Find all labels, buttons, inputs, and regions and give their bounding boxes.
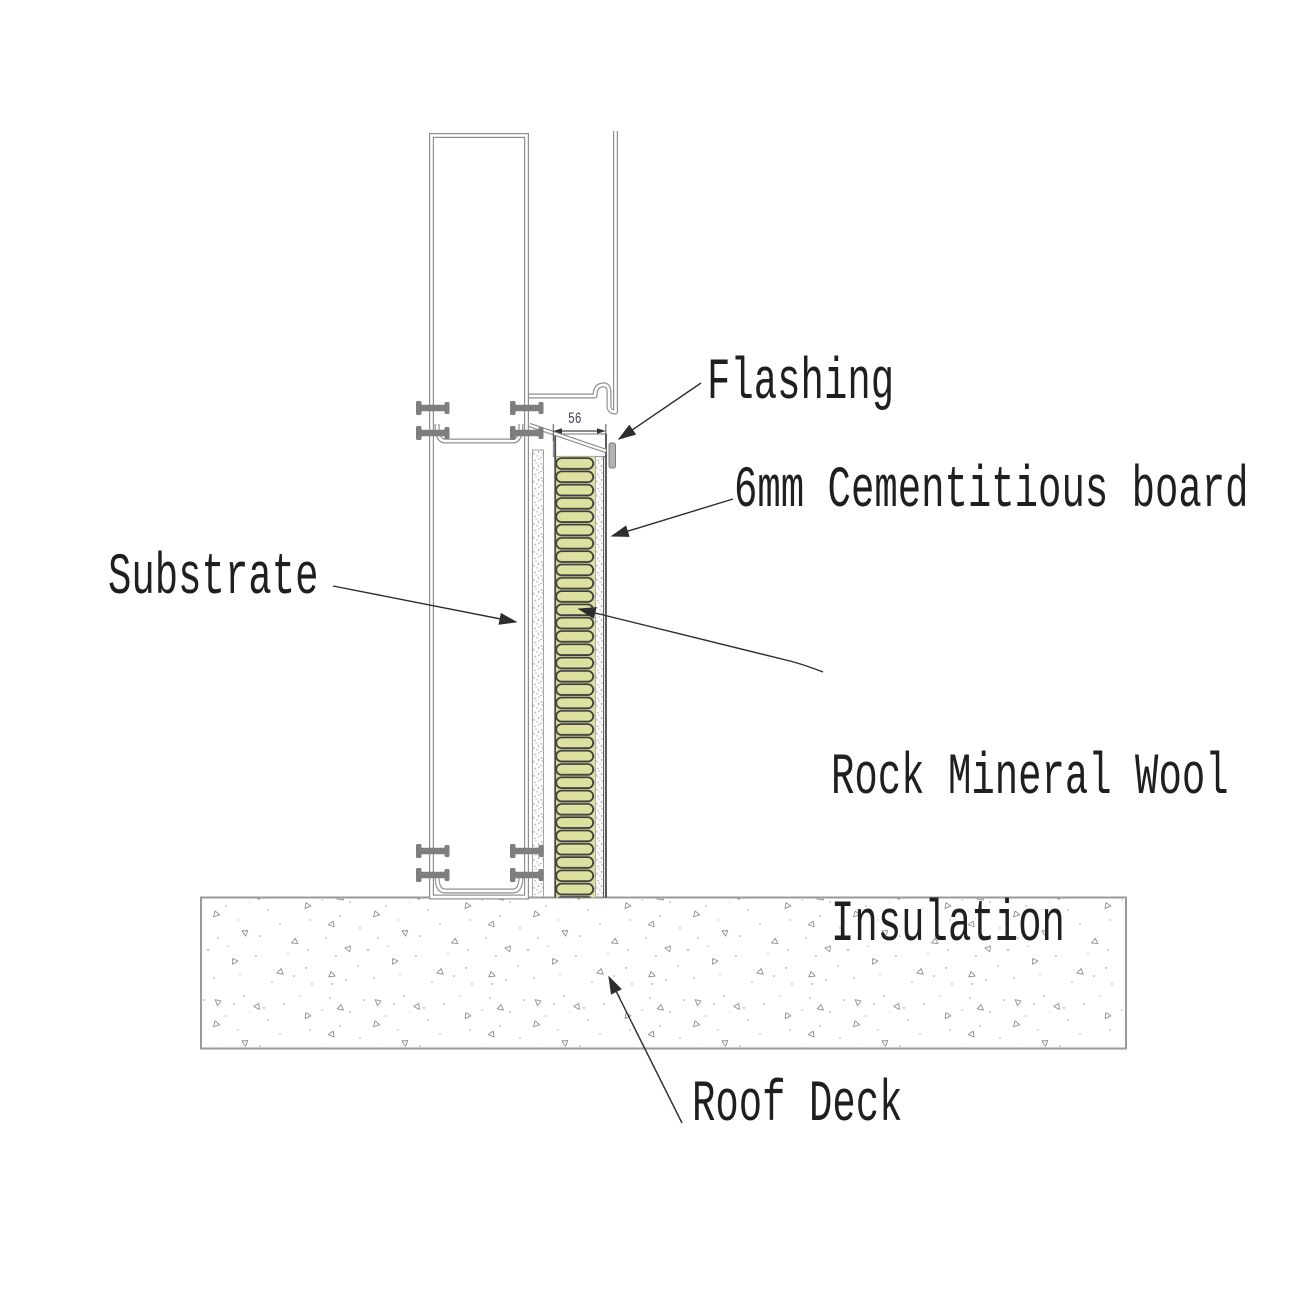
dimension-insulation-width xyxy=(552,424,607,441)
roof-deck xyxy=(200,896,1127,1050)
dimension-56-text: 56 xyxy=(568,410,582,428)
leader-flashing xyxy=(617,382,702,440)
leader-substrate xyxy=(332,585,518,625)
leader-roof-deck xyxy=(608,975,683,1124)
substrate-board xyxy=(532,449,544,898)
rock-wool-label-line1: Rock Mineral Wool xyxy=(831,746,1229,811)
cementitious-board-strip xyxy=(595,456,604,898)
insulation-column xyxy=(528,422,607,898)
parapet-panel xyxy=(429,133,529,900)
leader-lines xyxy=(332,382,824,1124)
roof-deck-label: Roof Deck xyxy=(692,1073,903,1138)
leader-rock-wool xyxy=(577,607,824,673)
substrate-label: Substrate xyxy=(108,546,319,611)
rock-wool-label: Rock Mineral Wool Insulation xyxy=(831,656,1229,1048)
rock-wool-hatch xyxy=(555,456,595,898)
leader-cementitious-board xyxy=(610,498,734,537)
cementitious-board-label: 6mm Cementitious board xyxy=(734,459,1249,524)
flashing-label: Flashing xyxy=(707,351,895,416)
flashing-tail xyxy=(608,442,616,469)
flashing-profile xyxy=(524,131,618,415)
rock-wool-label-line2: Insulation xyxy=(831,893,1065,958)
